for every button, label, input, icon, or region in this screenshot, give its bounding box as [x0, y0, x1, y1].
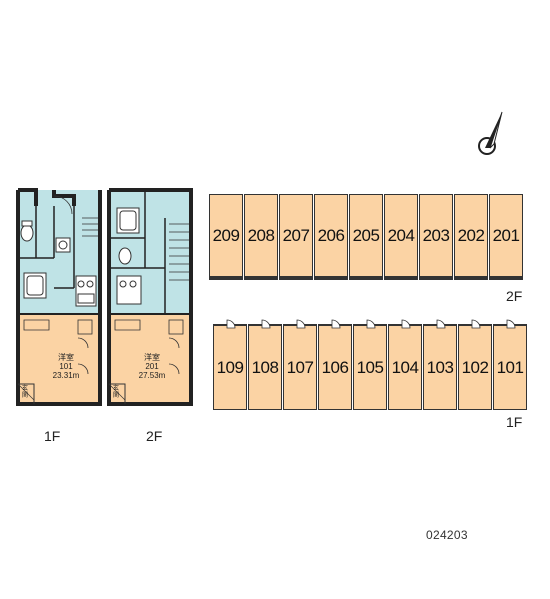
unit-103: 103	[423, 324, 457, 410]
unit-106: 106	[318, 324, 352, 410]
unit-109: 109	[213, 324, 247, 410]
floor1-door-marks	[226, 319, 516, 329]
unit-102: 102	[458, 324, 492, 410]
plan-2f-room-type: 洋室	[144, 353, 160, 362]
unit-105: 105	[353, 324, 387, 410]
unit-104: 104	[388, 324, 422, 410]
plan-2f-room-number: 201	[145, 362, 159, 371]
unit-201: 201	[489, 194, 523, 280]
property-code: 024203	[426, 528, 468, 542]
building-floor1-label: 1F	[506, 414, 523, 430]
plan-1f-entrance: 玄関	[22, 386, 29, 399]
unit-203: 203	[419, 194, 453, 280]
plan-1f-area: 23.31m	[52, 371, 80, 380]
building-floor2-row: 209 208 207 206 205 204 203 202 201	[209, 194, 524, 280]
unit-202: 202	[454, 194, 488, 280]
unit-206: 206	[314, 194, 348, 280]
unit-107: 107	[283, 324, 317, 410]
plan-1f-floor-label: 1F	[44, 428, 61, 444]
plan-2f-entrance: 玄関	[113, 386, 120, 399]
plan-1f-room-number: 101	[59, 362, 73, 371]
building-floor1-row: 109 108 107 106 105 104 103 102 101	[213, 324, 528, 410]
unit-204: 204	[384, 194, 418, 280]
north-arrow-icon	[478, 111, 503, 155]
plan-2f-floor-label: 2F	[146, 428, 163, 444]
floor-plan-2f	[107, 188, 193, 406]
plan-2f-area: 27.53m	[138, 371, 166, 380]
unit-207: 207	[279, 194, 313, 280]
unit-205: 205	[349, 194, 383, 280]
unit-209: 209	[209, 194, 243, 280]
unit-101: 101	[493, 324, 527, 410]
plan-1f-room-type: 洋室	[58, 353, 74, 362]
floor-plan-1f	[16, 188, 102, 406]
building-floor2-label: 2F	[506, 288, 523, 304]
unit-108: 108	[248, 324, 282, 410]
unit-208: 208	[244, 194, 278, 280]
